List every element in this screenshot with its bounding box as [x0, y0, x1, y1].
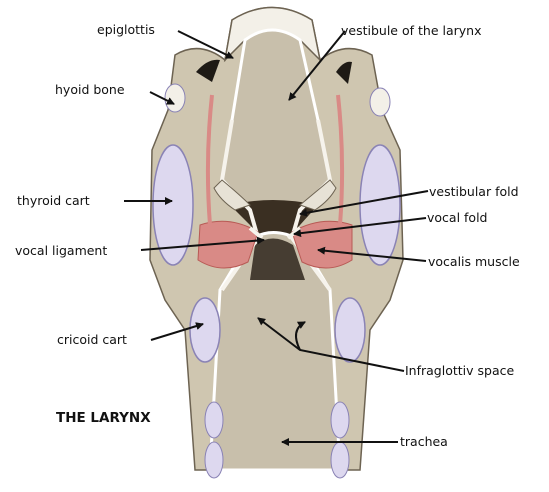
- diagram-title: THE LARYNX: [56, 410, 151, 426]
- label-infraglottic: Infraglottiv space: [405, 364, 514, 378]
- label-vestibule: vestibule of the larynx: [341, 24, 481, 38]
- label-cricoid: cricoid cart: [57, 333, 127, 347]
- label-vocalis: vocalis muscle: [428, 255, 520, 269]
- label-vestibular-fold: vestibular fold: [429, 185, 519, 199]
- label-vocal-ligament: vocal ligament: [15, 244, 107, 258]
- cricoid-left: [190, 298, 220, 362]
- hyoid-right: [370, 88, 390, 116]
- label-epiglottis: epiglottis: [97, 23, 155, 37]
- label-vocal-fold: vocal fold: [427, 211, 487, 225]
- label-trachea: trachea: [400, 435, 448, 449]
- hyoid-left: [165, 84, 185, 112]
- cricoid-right: [335, 298, 365, 362]
- thyroid-right: [360, 145, 400, 265]
- label-hyoid: hyoid bone: [55, 83, 125, 97]
- label-thyroid: thyroid cart: [17, 194, 90, 208]
